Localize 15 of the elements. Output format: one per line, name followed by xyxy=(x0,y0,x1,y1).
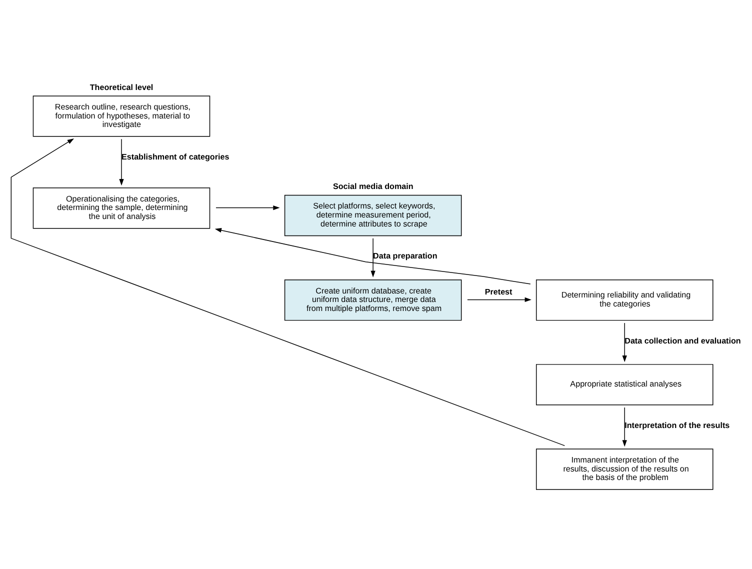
arrow xyxy=(214,228,531,284)
arrow xyxy=(622,322,627,362)
arrow xyxy=(119,138,124,186)
edge-label: Establishment of categories xyxy=(122,152,230,161)
arrow xyxy=(216,204,280,210)
node-label: Social media domain xyxy=(332,182,414,191)
edge-label: Data preparation xyxy=(373,251,438,260)
arrow xyxy=(467,296,532,302)
node-label: Theoretical level xyxy=(90,82,154,92)
edge-label: Pretest xyxy=(484,286,512,296)
arrow xyxy=(10,138,566,446)
arrow xyxy=(370,238,376,277)
arrow xyxy=(622,406,627,446)
edge-label: Interpretation of the results xyxy=(624,420,730,430)
edge-label: Data collection and evaluation xyxy=(624,336,741,345)
